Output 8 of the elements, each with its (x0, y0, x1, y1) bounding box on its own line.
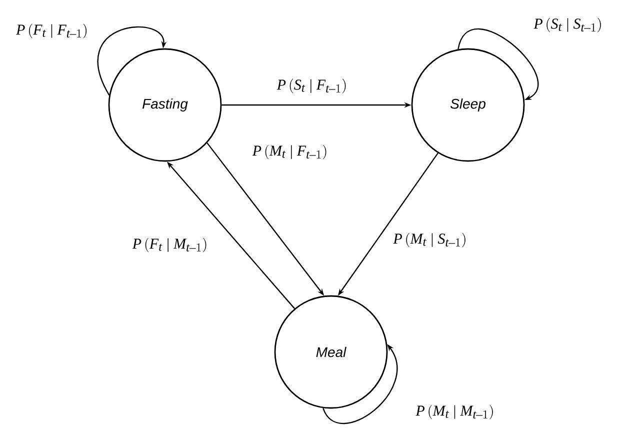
edge-label: $P\left(S_t \mid S_{t-1}\right)$ (532, 16, 604, 34)
edge-label: $P\left(F_t \mid F_{t-1}\right)$ (15, 22, 89, 40)
edge-label: $P\left(S_t \mid F_{t-1}\right)$ (276, 78, 348, 94)
edge-label: $P\left(M_t \mid F_{t-1}\right)$ (251, 144, 329, 160)
edge-label: $P\left(M_t \mid S_{t-1}\right)$ (392, 232, 468, 248)
arrow (97, 26, 167, 96)
edge-label: $P\left(M_t \mid M_{t-1}\right)$ (414, 404, 496, 420)
edge-label: $P\left(F_t \mid M_{t-1}\right)$ (131, 236, 209, 254)
